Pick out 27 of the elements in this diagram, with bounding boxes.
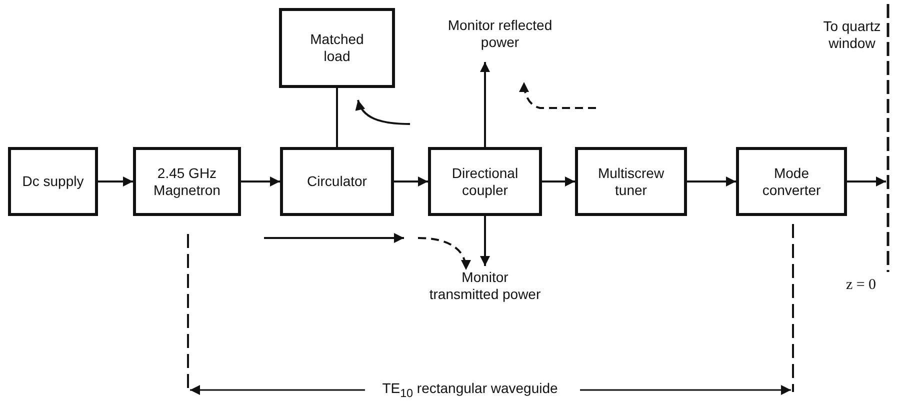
position-label: z = 0 (844, 277, 878, 294)
connector-arrow (241, 176, 280, 186)
output-label: Monitor transmitted power (429, 269, 541, 303)
dimension-label: TE$_{10}$ rectangular waveguide (381, 380, 559, 402)
connector-arrow (480, 62, 490, 147)
annotation-label: To quartz window (822, 18, 882, 52)
block-label: Dc supply (22, 173, 84, 190)
connector-arrow (98, 176, 133, 186)
block-box (280, 147, 394, 216)
connector-arrow (847, 176, 886, 186)
connector-arrow (687, 176, 736, 186)
connector-arrow (542, 176, 575, 186)
block-box (575, 147, 687, 216)
block-label: 2.45 GHz Magnetron (152, 164, 222, 198)
block-label: Multiscrew tuner (596, 164, 666, 198)
block-label: Matched load (309, 31, 365, 65)
block-box (279, 8, 395, 88)
block-box (428, 147, 542, 216)
block-label: Directional coupler (450, 164, 520, 198)
block-label: Circulator (307, 173, 367, 190)
block-box (8, 147, 98, 216)
output-label: Monitor reflected power (446, 17, 554, 51)
block-label: Mode converter (761, 164, 822, 198)
block-box (736, 147, 847, 216)
connector-arrow (394, 176, 428, 186)
connector-arrow (480, 216, 490, 266)
block-box (133, 147, 241, 216)
